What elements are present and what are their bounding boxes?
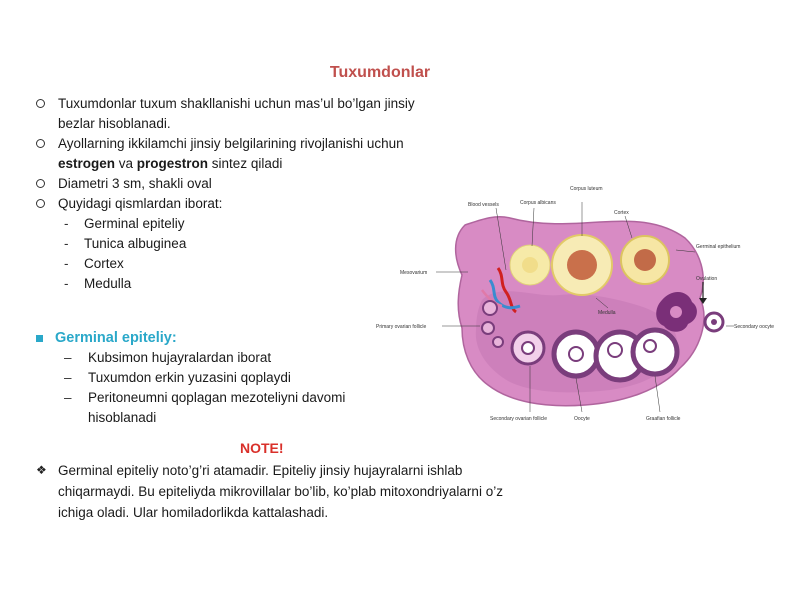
bullet-text-mid: va <box>115 156 137 171</box>
part-label: Cortex <box>84 256 124 271</box>
dash-bullet-icon: - <box>64 236 69 251</box>
section-item-text: Peritoneumni qoplagan mezoteliyni davomi… <box>88 390 346 425</box>
graafian-follicle <box>630 327 680 377</box>
dash-bullet-icon: - <box>64 256 69 271</box>
primary-follicle <box>481 321 495 335</box>
label-blood-vessels: Blood vessels <box>468 202 499 208</box>
bullet-text-post: sintez qiladi <box>208 156 283 171</box>
corpus-luteum-core <box>567 250 597 280</box>
part-label: Germinal epiteliy <box>84 216 185 231</box>
bullet-text: Quyidagi qismlardan iborat: <box>58 196 223 211</box>
circle-bullet-icon <box>36 139 45 148</box>
sub-list-item: -Tunica albuginea <box>36 234 416 254</box>
label-medulla: Medulla <box>598 310 616 316</box>
part-label: Tunica albuginea <box>84 236 187 251</box>
square-bullet-icon <box>36 334 43 342</box>
label-corpus-luteum: Corpus luteum <box>570 186 603 192</box>
slide-title: Tuxumdonlar <box>329 64 431 81</box>
note-paragraph: ❖ Germinal epiteliy noto’g’ri atamadir. … <box>36 460 506 523</box>
main-bullet-list: Tuxumdonlar tuxum shakllanishi uchun mas… <box>36 94 416 294</box>
note-text: Germinal epiteliy noto’g’ri atamadir. Ep… <box>58 463 503 520</box>
estrogen-term: estrogen <box>58 156 116 171</box>
part-label: Medulla <box>84 276 132 291</box>
section-heading: Germinal epiteliy: <box>36 330 177 346</box>
bullet-item: Tuxumdonlar tuxum shakllanishi uchun mas… <box>36 94 416 134</box>
label-oocyte: Oocyte <box>574 416 590 422</box>
bullet-item: Diametri 3 sm, shakli oval <box>36 174 416 194</box>
note-label: NOTE! <box>240 440 284 456</box>
bullet-item: Ayollarning ikkilamchi jinsiy belgilarin… <box>36 134 416 174</box>
dash-bullet-icon: - <box>64 216 69 231</box>
label-ovulation: Ovulation <box>696 276 717 282</box>
circle-bullet-icon <box>36 179 45 188</box>
sub-list-item: -Germinal epiteliy <box>36 214 416 234</box>
primary-follicle <box>482 300 498 316</box>
dash-bullet-icon: – <box>64 390 72 405</box>
label-graafian-follicle: Graafian follicle <box>646 416 681 422</box>
label-secondary-oocyte: Secondary oocyte <box>734 324 774 330</box>
ovary-diagram: Blood vessels Corpus albicans Corpus lut… <box>376 186 774 422</box>
section-list-item: – Kubsimon hujayralardan iborat <box>64 348 394 368</box>
label-corpus-albicans: Corpus albicans <box>520 200 556 206</box>
section-item-text: Tuxumdon erkin yuzasini qoplaydi <box>88 370 291 385</box>
label-cortex: Cortex <box>614 210 629 216</box>
sub-list-item: -Medulla <box>36 274 416 294</box>
blood-vessel-blue <box>488 279 521 310</box>
section-title: Germinal epiteliy: <box>55 330 177 346</box>
circle-bullet-icon <box>36 99 45 108</box>
section-list-item: – Peritoneumni qoplagan mezoteliyni davom… <box>64 388 394 428</box>
circle-bullet-icon <box>36 199 45 208</box>
label-secondary-follicle: Secondary ovarian follicle <box>490 416 547 422</box>
dash-bullet-icon: – <box>64 350 72 365</box>
section-list-item: – Tuxumdon erkin yuzasini qoplaydi <box>64 368 394 388</box>
label-primary-follicle: Primary ovarian follicle <box>376 324 427 330</box>
primary-follicle <box>492 336 504 348</box>
label-germinal-epithelium: Germinal epithelium <box>696 244 740 250</box>
dash-bullet-icon: - <box>64 276 69 291</box>
corpus-luteum-small-core <box>634 249 656 271</box>
dash-bullet-icon: – <box>64 370 72 385</box>
label-mesovarium: Mesovarium <box>400 270 427 276</box>
bullet-text: Diametri 3 sm, shakli oval <box>58 176 212 191</box>
bullet-text: Tuxumdonlar tuxum shakllanishi uchun mas… <box>58 96 415 131</box>
section-item-text: Kubsimon hujayralardan iborat <box>88 350 272 365</box>
bullet-text-pre: Ayollarning ikkilamchi jinsiy belgilarin… <box>58 136 404 151</box>
sub-list-item: -Cortex <box>36 254 416 274</box>
bullet-item: Quyidagi qismlardan iborat: <box>36 194 416 214</box>
corpus-albicans-core <box>522 257 538 273</box>
section-list: – Kubsimon hujayralardan iborat – Tuxumdon… <box>64 348 394 428</box>
diamond-bullet-icon: ❖ <box>36 463 47 477</box>
progestron-term: progestron <box>136 156 209 171</box>
